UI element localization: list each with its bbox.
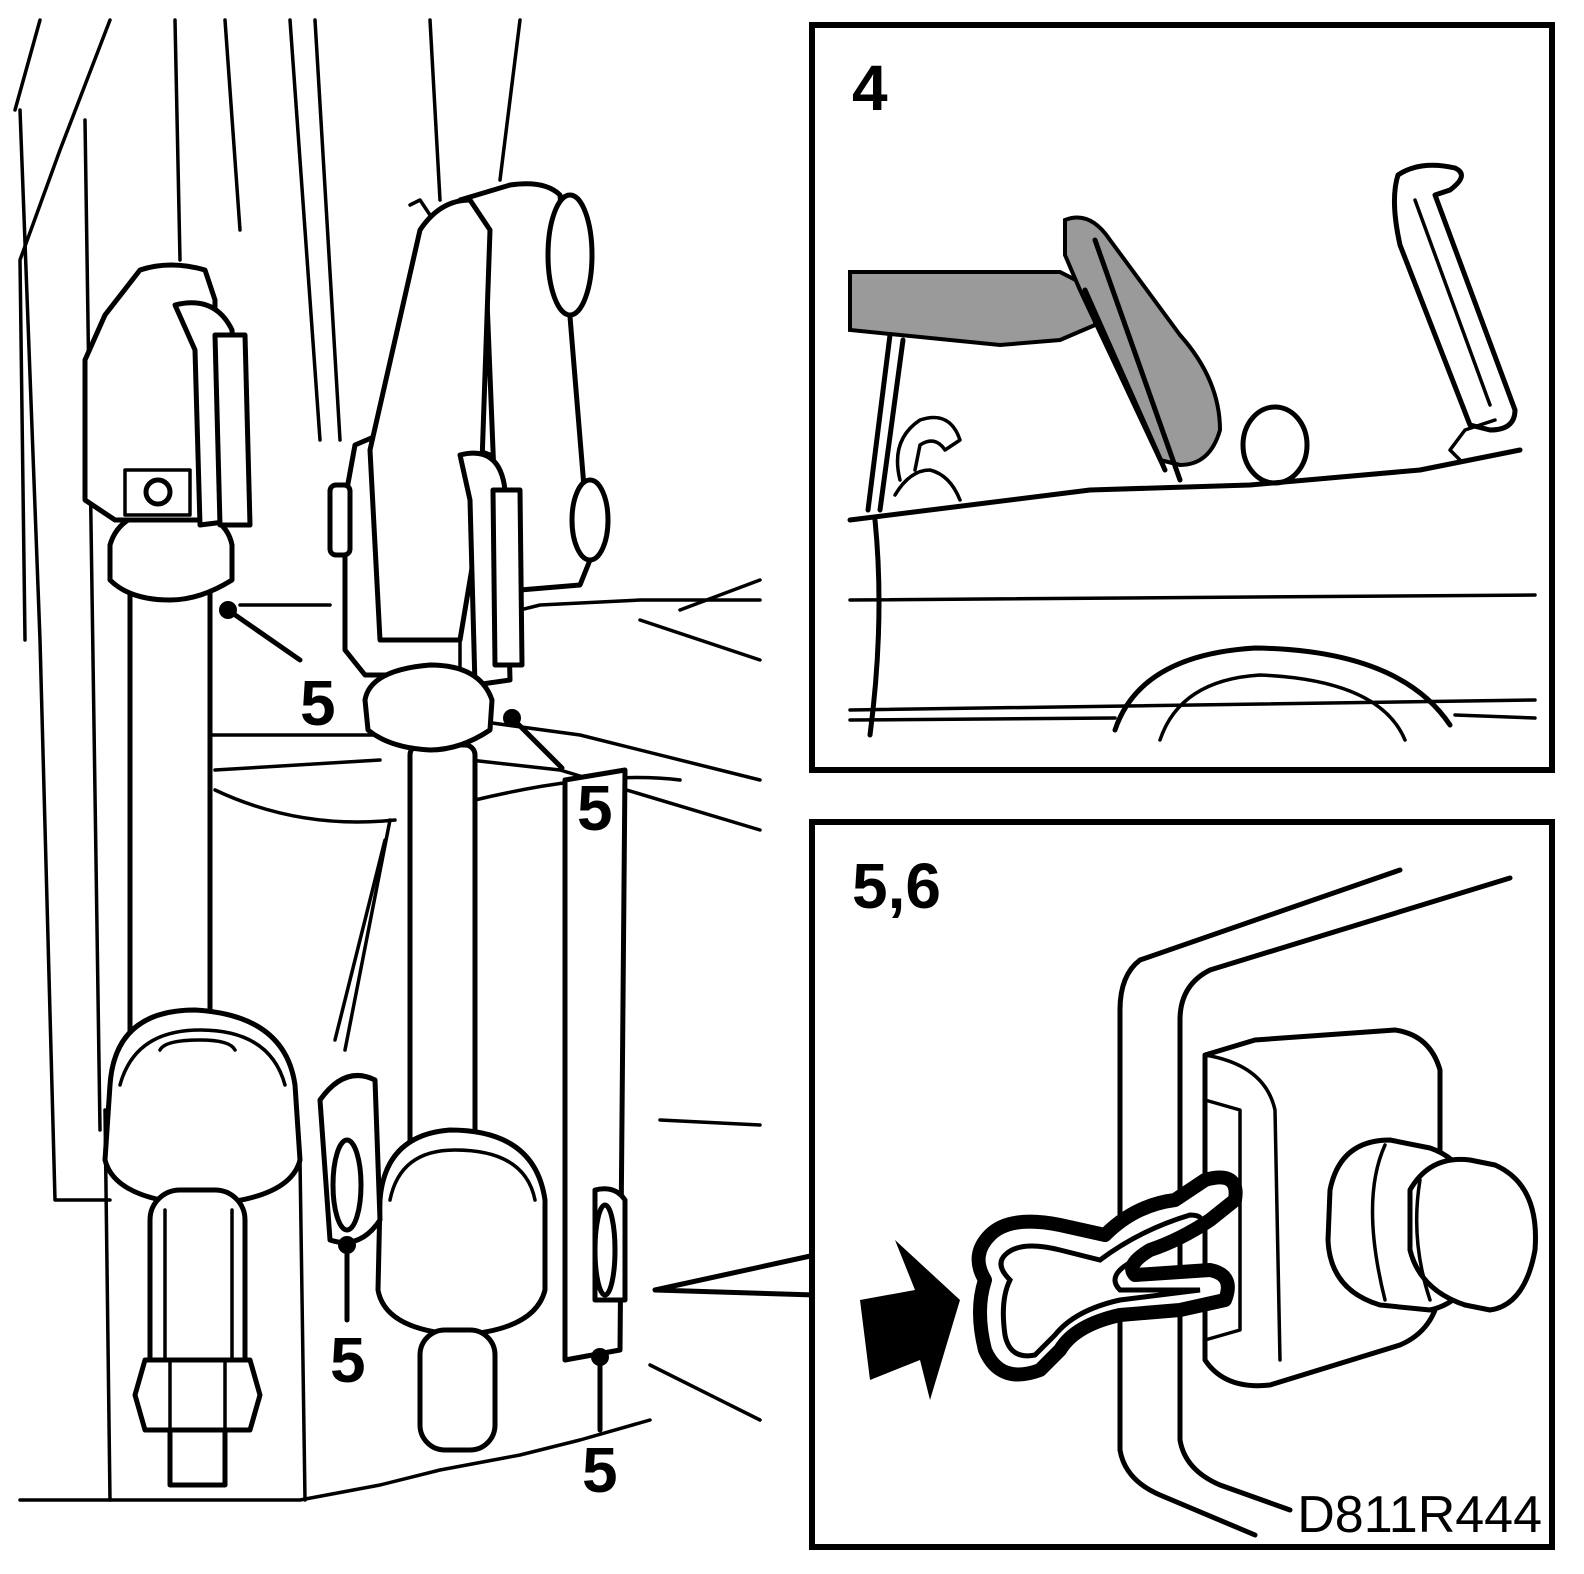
figure-code: D811R444 — [1297, 1486, 1542, 1544]
inset-step-5-6 — [809, 819, 1555, 1550]
callout-lower-left: 5 — [330, 1324, 366, 1396]
inset-step-4-label: 4 — [852, 52, 888, 124]
callout-lower-right: 5 — [582, 1434, 618, 1506]
inset-step-5-6-label: 5,6 — [852, 850, 941, 922]
main-mechanism-drawing — [13, 18, 762, 1502]
inset-step-4 — [809, 22, 1555, 773]
inset-pointer — [652, 1252, 818, 1298]
callout-upper-left: 5 — [300, 667, 336, 739]
callout-upper-mid: 5 — [577, 772, 613, 844]
direction-arrow — [860, 1240, 960, 1400]
